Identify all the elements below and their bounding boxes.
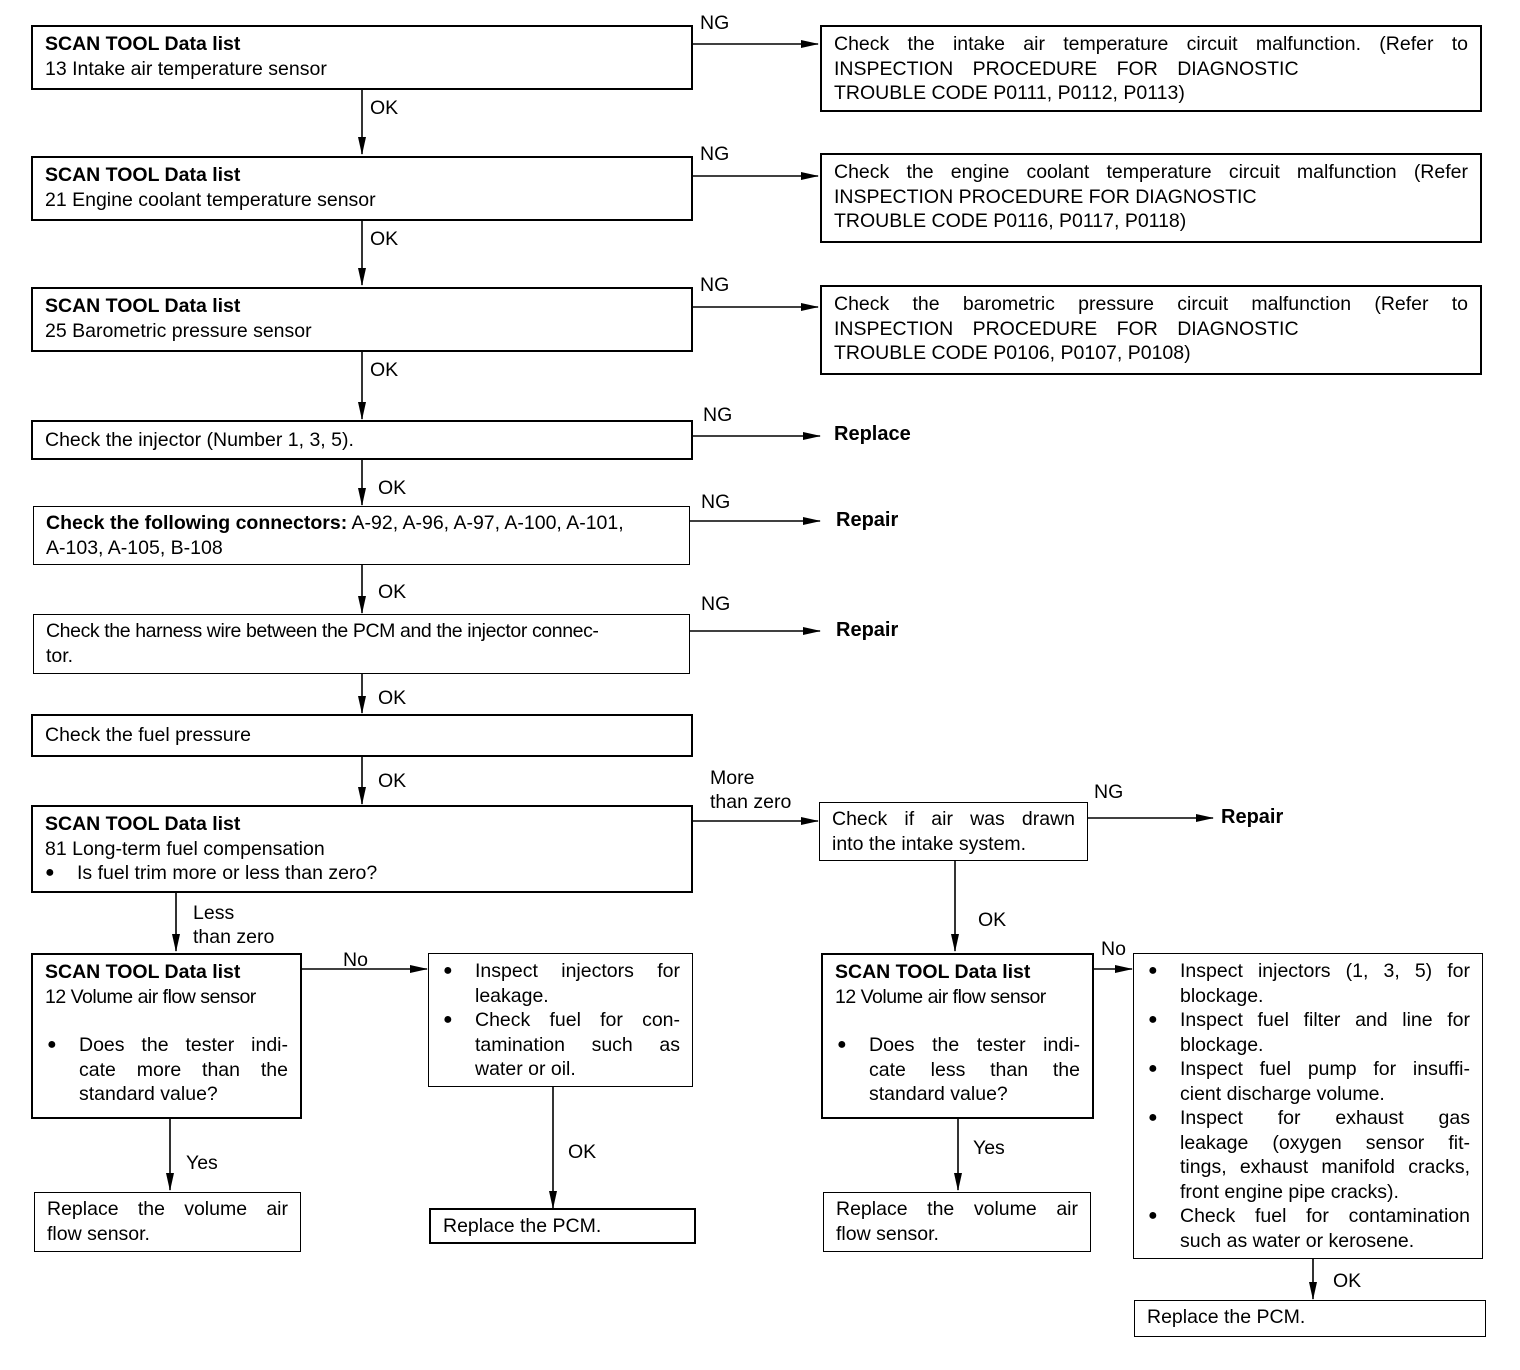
ok-label: OK	[370, 228, 399, 250]
step-title: SCAN TOOL Data list	[45, 33, 241, 55]
ng-label: NG	[701, 593, 731, 615]
step-text: into the intake system.	[832, 832, 1027, 855]
step-text: Replace the volume air	[47, 1198, 288, 1220]
ok-label: OK	[1333, 1270, 1362, 1292]
result-intake-air-circuit: Check the intake air temperature circuit…	[820, 25, 1482, 112]
step-replace-volume-air-flow-sensor: Replace the volume air flow sensor.	[823, 1192, 1091, 1252]
step-text: A-92, A-96, A-97, A-100, A-101,	[347, 512, 624, 534]
result-replace: Replace	[834, 423, 911, 445]
ok-label: OK	[378, 581, 407, 603]
step-bullet: Inspect fuel pump for insuffi- cient dis…	[1146, 1057, 1470, 1106]
step-bullet: Inspect fuel filter and line for blockag…	[1146, 1008, 1470, 1057]
step-text: Check the harness wire between the PCM a…	[46, 620, 599, 642]
result-line: Check the engine coolant temperature cir…	[834, 161, 1468, 183]
step-text: Check if air was drawn	[832, 808, 1075, 830]
step-check-air-drawn: Check if air was drawn into the intake s…	[819, 802, 1088, 861]
ok-label: OK	[568, 1141, 597, 1163]
ng-label: NG	[700, 274, 730, 296]
step-long-term-fuel-compensation: SCAN TOOL Data list 81 Long-term fuel co…	[31, 805, 693, 893]
step-text: Check the injector (Number 1, 3, 5).	[45, 429, 354, 451]
result-line: INSPECTION PROCEDURE FOR DIAGNOSTIC	[834, 317, 1299, 340]
no-label: No	[343, 949, 368, 971]
result-barometric-circuit: Check the barometric pressure circuit ma…	[820, 285, 1482, 375]
ok-label: OK	[378, 770, 407, 792]
step-title: SCAN TOOL Data list	[835, 961, 1031, 983]
no-label: No	[1101, 938, 1126, 960]
step-text: 25 Barometric pressure sensor	[45, 319, 312, 342]
ng-label: NG	[700, 12, 730, 34]
step-check-injector: Check the injector (Number 1, 3, 5).	[31, 420, 693, 460]
step-intake-air-temperature: SCAN TOOL Data list 13 Intake air temper…	[31, 25, 693, 90]
step-barometric-pressure: SCAN TOOL Data list 25 Barometric pressu…	[31, 287, 693, 352]
step-volume-air-flow-less: SCAN TOOL Data list 12 Volume air flow s…	[821, 953, 1094, 1119]
step-title: SCAN TOOL Data list	[45, 813, 241, 835]
result-line: INSPECTION PROCEDURE FOR DIAGNOSTIC	[834, 57, 1299, 80]
result-line: TROUBLE CODE P0116, P0117, P0118)	[834, 210, 1187, 232]
step-title: SCAN TOOL Data list	[45, 961, 241, 983]
more-than-zero-label: More than zero	[710, 767, 792, 813]
step-text: 13 Intake air temperature sensor	[45, 57, 327, 80]
step-title: Check the following connectors:	[46, 512, 348, 534]
result-line: Check the barometric pressure circuit ma…	[834, 293, 1468, 315]
ng-label: NG	[1094, 781, 1124, 803]
step-bullet: Check fuel for con- tamination such as w…	[441, 1008, 680, 1082]
ok-label: OK	[370, 359, 399, 381]
step-bullet: Does the tester indi- cate less than the…	[835, 1033, 1080, 1107]
step-engine-coolant-temperature: SCAN TOOL Data list 21 Engine coolant te…	[31, 156, 693, 221]
ok-label: OK	[370, 97, 399, 119]
step-check-connectors: Check the following connectors: A-92, A-…	[33, 506, 690, 565]
step-text: tor.	[46, 644, 74, 667]
step-text: Check the fuel pressure	[45, 724, 251, 746]
result-line: INSPECTION PROCEDURE FOR DIAGNOSTIC	[834, 185, 1257, 208]
step-title: SCAN TOOL Data list	[45, 164, 241, 186]
step-check-harness-wire: Check the harness wire between the PCM a…	[33, 614, 690, 674]
ok-label: OK	[978, 909, 1007, 931]
result-line: TROUBLE CODE P0111, P0112, P0113)	[834, 82, 1185, 104]
step-replace-volume-air-flow-sensor: Replace the volume air flow sensor.	[34, 1192, 301, 1252]
less-than-zero-label: Less than zero	[193, 902, 275, 948]
step-check-fuel-pressure: Check the fuel pressure	[31, 714, 693, 757]
step-text: Replace the PCM.	[443, 1215, 602, 1237]
ng-label: NG	[701, 491, 731, 513]
result-repair: Repair	[1221, 806, 1284, 828]
step-text: Replace the volume air	[836, 1198, 1078, 1220]
step-title: SCAN TOOL Data list	[45, 295, 241, 317]
ng-label: NG	[703, 404, 733, 426]
step-text: flow sensor.	[836, 1222, 939, 1245]
step-bullet: Inspect injectors (1, 3, 5) for blockage…	[1146, 959, 1470, 1008]
yes-label: Yes	[973, 1137, 1005, 1159]
step-inspect-injectors-leakage: Inspect injectors for leakage. Check fue…	[428, 953, 693, 1087]
step-text: Replace the PCM.	[1147, 1306, 1306, 1328]
result-engine-coolant-circuit: Check the engine coolant temperature cir…	[820, 153, 1482, 243]
result-repair: Repair	[836, 509, 899, 531]
ok-label: OK	[378, 687, 407, 709]
ok-label: OK	[378, 477, 407, 499]
step-bullet: Is fuel trim more or less than zero?	[43, 861, 679, 886]
step-bullet: Does the tester indi- cate more than the…	[45, 1033, 288, 1107]
result-repair: Repair	[836, 619, 899, 641]
step-inspect-fuel-system: Inspect injectors (1, 3, 5) for blockage…	[1133, 953, 1483, 1259]
step-text: 12 Volume air flow sensor	[45, 985, 256, 1008]
step-text: flow sensor.	[47, 1222, 150, 1245]
ng-label: NG	[700, 143, 730, 165]
yes-label: Yes	[186, 1152, 218, 1174]
step-text: A-103, A-105, B-108	[46, 536, 223, 559]
step-bullet: Inspect for exhaust gas leakage (oxygen …	[1146, 1106, 1470, 1204]
step-text: 21 Engine coolant temperature sensor	[45, 188, 376, 211]
result-line: Check the intake air temperature circuit…	[834, 33, 1468, 55]
step-text: 81 Long-term fuel compensation	[45, 837, 325, 860]
step-bullet: Check fuel for contamination such as wat…	[1146, 1204, 1470, 1253]
step-text: 12 Volume air flow sensor	[835, 985, 1046, 1008]
step-replace-pcm: Replace the PCM.	[1134, 1300, 1486, 1337]
step-bullet: Inspect injectors for leakage.	[441, 959, 680, 1008]
result-line: TROUBLE CODE P0106, P0107, P0108)	[834, 342, 1191, 364]
step-replace-pcm: Replace the PCM.	[429, 1208, 696, 1244]
step-volume-air-flow-more: SCAN TOOL Data list 12 Volume air flow s…	[31, 953, 302, 1119]
